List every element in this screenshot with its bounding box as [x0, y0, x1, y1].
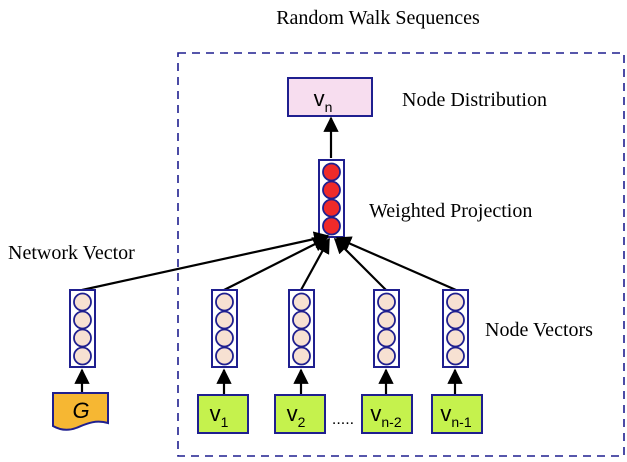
- weighted-projection-column: [318, 159, 345, 238]
- node-vector-arrow: [223, 237, 329, 291]
- graph-input-label: G: [72, 398, 89, 423]
- random-walk-region: [177, 52, 625, 457]
- input-node-1: v1: [197, 394, 249, 434]
- diagram-title: Random Walk Sequences: [276, 7, 480, 29]
- node-vector-column-1: [211, 289, 238, 368]
- node-vectors-label: Node Vectors: [485, 319, 593, 341]
- output-node-box: [287, 77, 373, 117]
- input-node-label: v2: [287, 401, 306, 430]
- node-vector-arrow: [300, 237, 330, 291]
- input-node-label: vn-2: [370, 401, 401, 430]
- node-vector-arrow: [333, 237, 387, 291]
- node-distribution-label: Node Distribution: [402, 89, 547, 111]
- input-node-4: vn-1: [431, 394, 483, 434]
- network-vector-column: [69, 289, 96, 368]
- projection-unit: [322, 216, 341, 236]
- output-node-sub: n: [325, 99, 333, 115]
- graph-document-shape: [52, 392, 109, 431]
- output-node-label: vn: [314, 86, 333, 115]
- input-node-label: v1: [210, 401, 229, 430]
- output-node-base: v: [314, 86, 325, 111]
- projection-unit: [322, 180, 341, 200]
- network-vector-label: Network Vector: [8, 242, 135, 264]
- node-vector-column-3: [373, 289, 400, 368]
- projection-unit: [322, 198, 341, 218]
- input-node-3: vn-2: [361, 394, 413, 434]
- network-vector-arrow: [81, 231, 330, 292]
- node-vector-column-2: [288, 289, 315, 368]
- sequence-ellipsis: .....: [332, 411, 354, 428]
- input-node-2: v2: [274, 394, 326, 434]
- input-node-label: vn-1: [440, 401, 471, 430]
- node-vector-column-4: [442, 289, 469, 368]
- node-vector-arrow: [335, 236, 457, 292]
- projection-unit: [322, 162, 341, 182]
- weighted-projection-label: Weighted Projection: [369, 200, 532, 222]
